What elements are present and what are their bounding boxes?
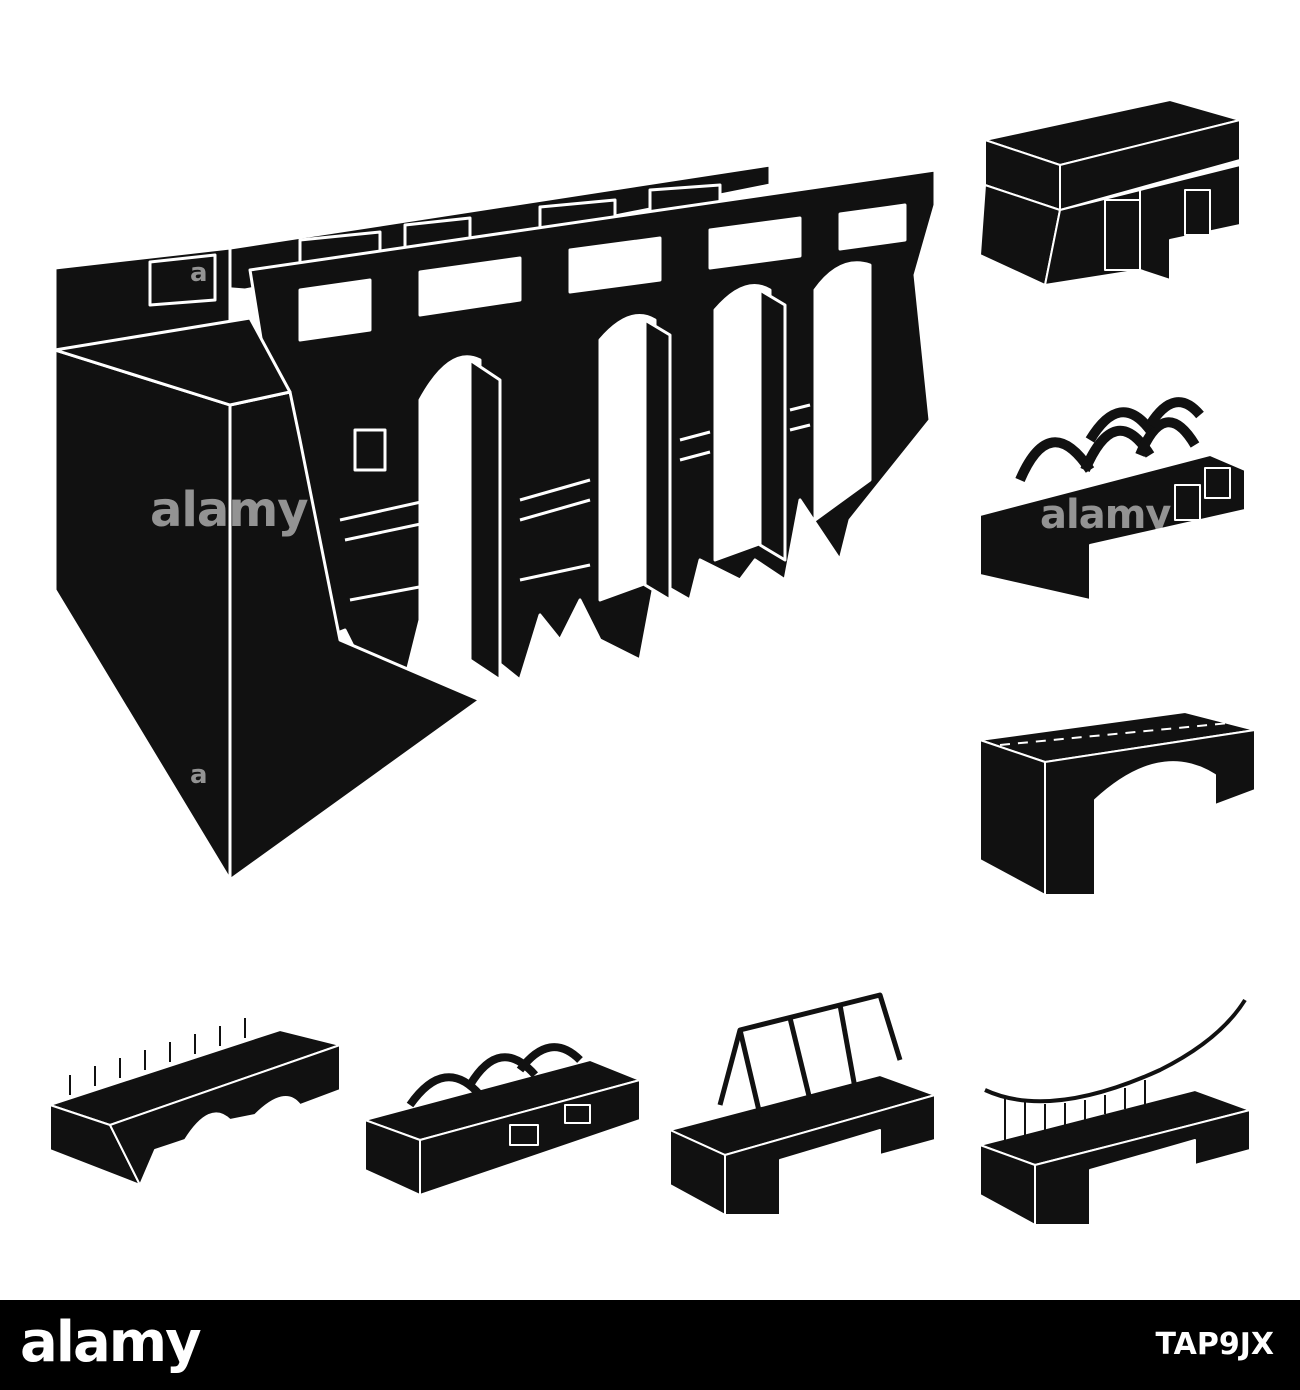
arch-truss-bridge-icon (364, 1043, 641, 1196)
suspension-bridge-icon (979, 998, 1251, 1226)
watermark-letter: a (190, 258, 208, 288)
lamp-bridge-icon (49, 1018, 341, 1186)
bridge-icons-canvas (49, 99, 1256, 1226)
watermark-letter: a (190, 760, 208, 790)
watermark-brand: alamy (1040, 492, 1171, 538)
girder-bridge-icon (979, 99, 1241, 286)
footer-bar: alamy TAP9JX (0, 1300, 1300, 1390)
image-id-label: TAP9JX (1155, 1327, 1274, 1362)
steel-arch-bridge-icon (979, 711, 1256, 896)
watermark-brand: alamy (150, 482, 309, 538)
railway-truss-bridge-icon (669, 992, 936, 1216)
aqueduct-bridge-icon (53, 163, 937, 882)
footer-logo: alamy (20, 1310, 202, 1375)
multi-arch-bridge-icon (979, 397, 1246, 601)
